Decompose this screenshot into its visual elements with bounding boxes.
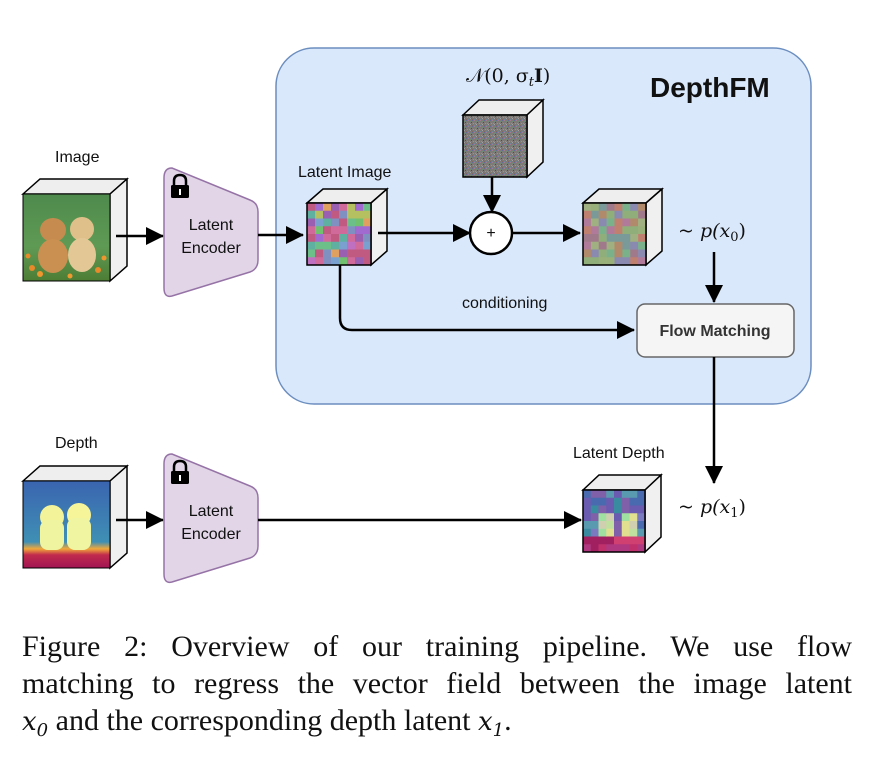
noise-cube xyxy=(461,98,545,179)
sum-node: + xyxy=(468,210,514,256)
latent-image-cube xyxy=(305,187,389,267)
svg-text:+: + xyxy=(486,225,495,242)
conditioning-arrow xyxy=(338,265,635,339)
latent-encoder-top: Latent Encoder xyxy=(163,167,259,298)
image-cube xyxy=(21,177,129,283)
image-label: Image xyxy=(55,149,100,166)
depth-cube xyxy=(21,464,129,570)
caption-line-3: x0 and the corresponding depth latent x1… xyxy=(22,704,512,742)
lock-icon xyxy=(171,459,189,484)
caption-line-2: matching to regress the vector field bet… xyxy=(22,667,852,700)
noise-distribution-label: 𝒩(0, σtI) xyxy=(466,65,550,90)
figure-caption: Figure 2: Overview of our training pipel… xyxy=(22,628,852,749)
encoder-top-line2: Encoder xyxy=(181,240,241,257)
encoder-top-line1: Latent xyxy=(189,217,234,234)
latent-encoder-bottom: Latent Encoder xyxy=(163,453,259,584)
p-x1-label: ~ p(x1) xyxy=(678,496,746,521)
latent-image-label: Latent Image xyxy=(298,164,392,181)
caption-var-x1: x1 xyxy=(478,707,505,742)
depth-label: Depth xyxy=(55,435,98,452)
noisy-latent-cube xyxy=(581,187,664,267)
encoder-bottom-line2: Encoder xyxy=(181,526,241,543)
pipeline-diagram: DepthFM Image Latent Encoder Latent Imag… xyxy=(21,47,812,584)
svg-text:Flow Matching: Flow Matching xyxy=(659,323,770,340)
encoder-bottom-line1: Latent xyxy=(189,503,234,520)
flow-matching-block: Flow Matching xyxy=(636,303,795,358)
latent-depth-cube xyxy=(581,473,663,554)
p-x0-label: ~ p(x0) xyxy=(678,220,746,245)
caption-line-1: Figure 2: Overview of our training pipel… xyxy=(22,630,852,663)
conditioning-label: conditioning xyxy=(462,295,547,312)
depthfm-title: DepthFM xyxy=(650,72,770,103)
caption-var-x0: x0 xyxy=(22,707,49,742)
lock-icon xyxy=(171,173,189,198)
latent-depth-label: Latent Depth xyxy=(573,445,665,462)
